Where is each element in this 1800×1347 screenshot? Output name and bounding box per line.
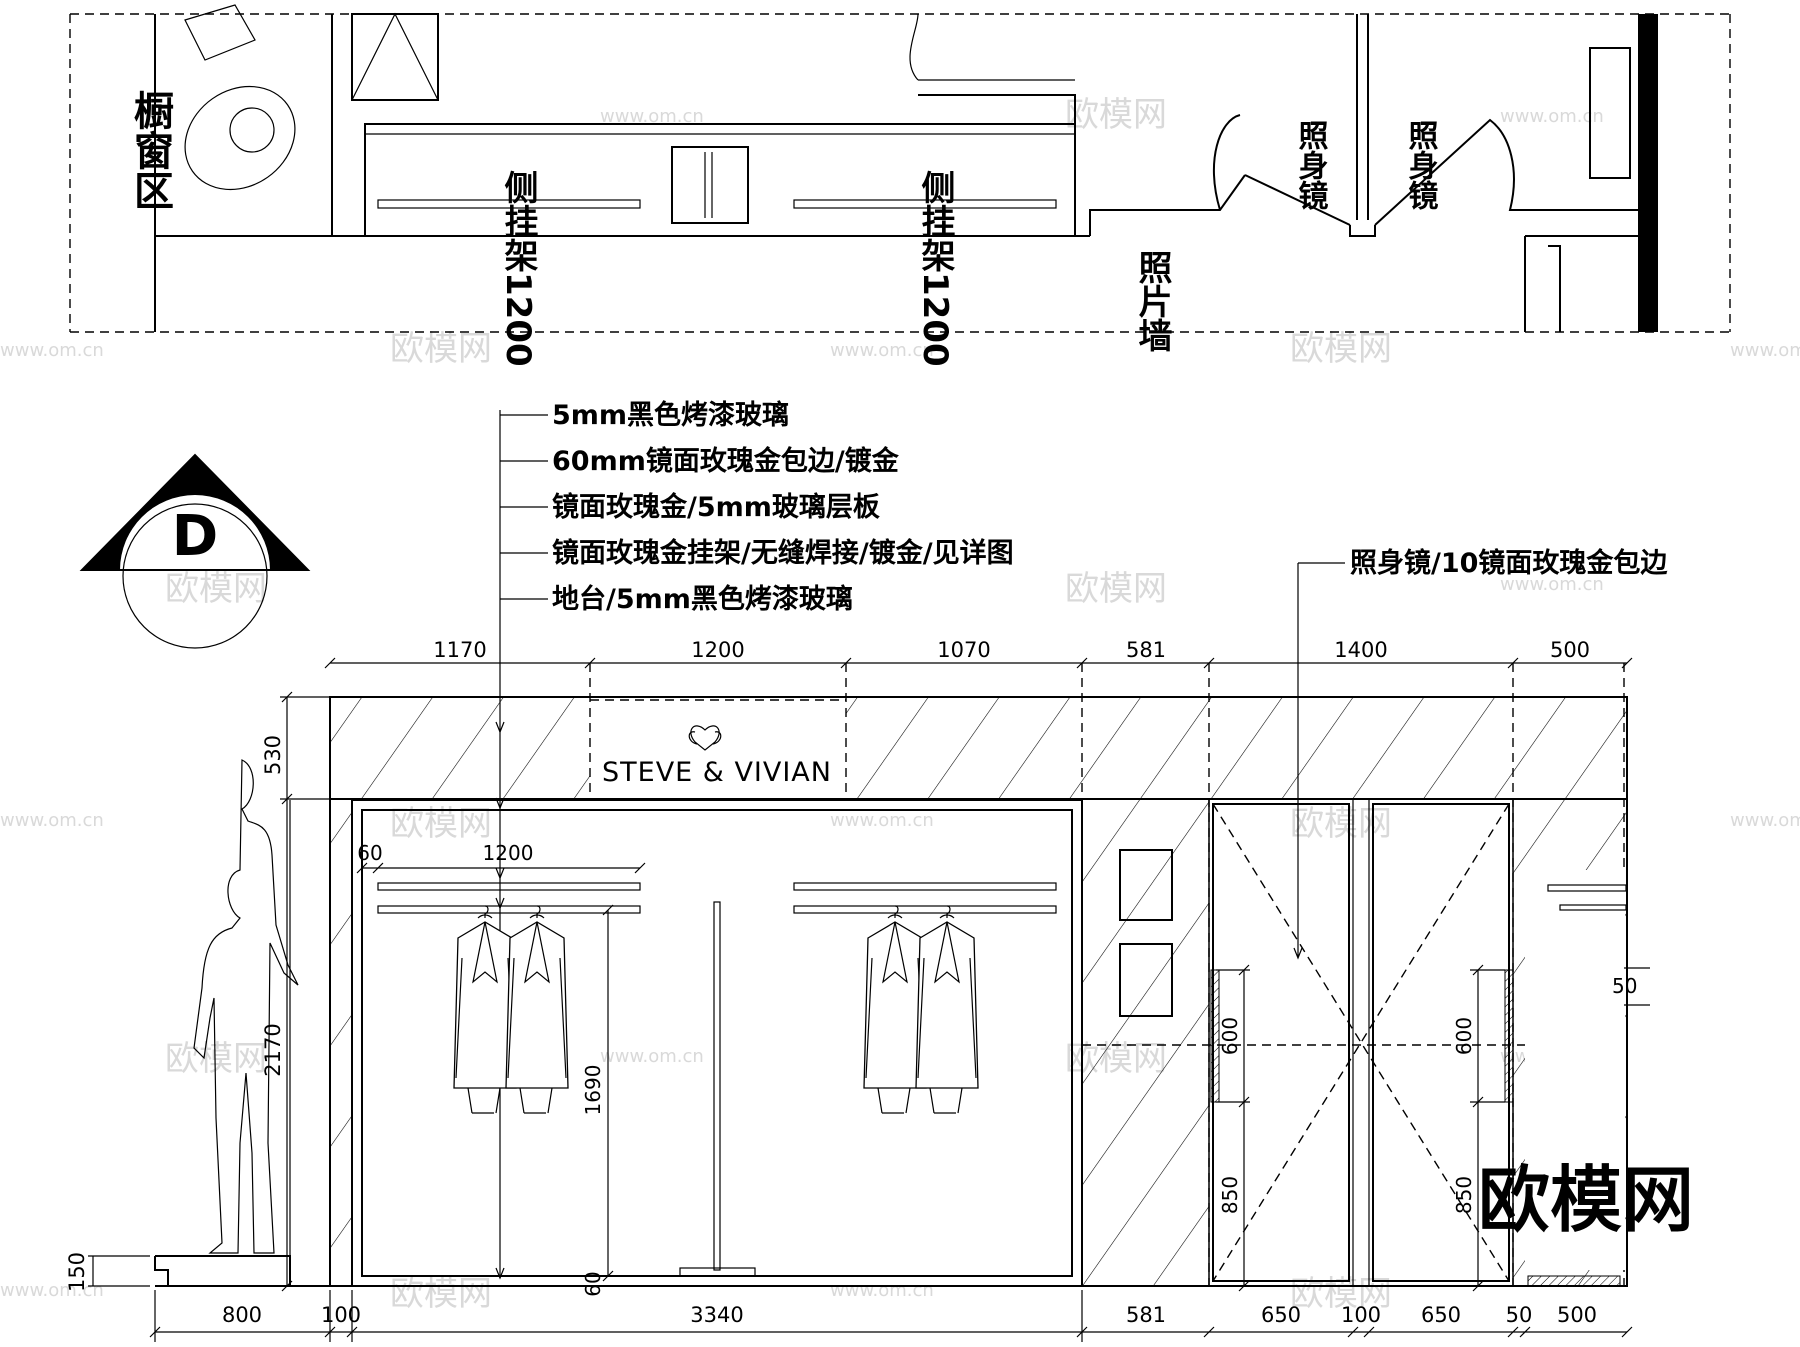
dim-rack-height: 1690 [581, 1065, 605, 1116]
watermark-url: www.om.cn [1500, 106, 1604, 127]
side-rack-label-1: 侧挂架1200 [498, 170, 538, 367]
photo-frame [1119, 943, 1173, 1017]
display-stand [713, 901, 721, 1271]
hanging-rail [377, 882, 641, 891]
side-shelf [1547, 884, 1627, 892]
door-handle-left [1210, 969, 1220, 1103]
watermark-url: www.om.cn [1730, 340, 1800, 361]
watermark-text: 欧模网 [390, 1274, 492, 1314]
dim-bottom-2: 100 [321, 1303, 361, 1327]
plan-display-ellipse [184, 85, 296, 191]
dim-header-height: 530 [261, 735, 285, 775]
header-band [329, 696, 1628, 800]
dim-top-2: 1200 [691, 638, 744, 662]
callout-4: 镜面玫瑰金挂架/无缝焊接/镀金/见详图 [552, 537, 1014, 569]
mirror-callout: 照身镜/10镜面玫瑰金包边 [1350, 547, 1668, 579]
watermark-text: 欧模网 [1065, 95, 1167, 135]
watermark-text: 欧模网 [390, 329, 492, 369]
plan-boundary [69, 13, 1731, 333]
dim-top-3: 1070 [937, 638, 990, 662]
dim-top-6: 500 [1550, 638, 1590, 662]
floor-plan: 橱窗区 侧挂架1200 侧挂架1200 照片墙 照身镜 照身镜 [69, 4, 1731, 367]
dim-bottom-3: 3340 [690, 1303, 743, 1327]
hanging-rail [793, 882, 1057, 891]
plan-counter [364, 123, 1076, 237]
section-triangle [82, 455, 308, 570]
watermark-text: 欧模网 [1065, 569, 1167, 609]
watermark-url: www.om.cn [830, 340, 934, 361]
dim-platform-height: 150 [65, 1252, 89, 1292]
dim-shelf-gap: 50 [1612, 974, 1637, 998]
watermark-url: www.om.cn [1500, 574, 1604, 595]
dim-bottom-5: 650 [1261, 1303, 1301, 1327]
callout-5: 地台/5mm黑色烤漆玻璃 [552, 583, 853, 615]
watermark-url: www.om.cn [0, 810, 104, 831]
dim-base-left: 850 [1218, 1176, 1242, 1214]
plan-rack-left [377, 199, 641, 209]
hanging-rail [793, 905, 1057, 914]
watermark-url: www.om.cn [0, 340, 104, 361]
plan-column [351, 13, 439, 101]
watermark-url: www.om.cn [600, 106, 704, 127]
dim-base-right: 850 [1452, 1176, 1476, 1214]
elevation: STEVE & VIVIAN [154, 663, 1628, 1287]
brand-name: STEVE & VIVIAN [602, 757, 832, 788]
side-rack-label-2: 侧挂架1200 [915, 170, 955, 367]
coat-right-2 [915, 905, 979, 1114]
photo-frame [1119, 849, 1173, 921]
watermark-url: www.om.cn [600, 1046, 704, 1067]
photo-wall-panel [1081, 798, 1210, 1287]
hanging-rail [377, 905, 641, 914]
watermark-text: 欧模网 [165, 1039, 267, 1079]
dim-bottom-8: 50 [1506, 1303, 1533, 1327]
watermark-url: www.om.cn [830, 1280, 934, 1301]
dim-bottom-4: 581 [1126, 1303, 1166, 1327]
dimensions: 1170 1200 1070 581 1400 500 800 100 3340… [65, 638, 1650, 1342]
watermark-url: www.om.cn [0, 1280, 104, 1301]
watermark-text: 欧模网 [1290, 329, 1392, 369]
mirror-label-left: 照身镜 [1293, 120, 1329, 210]
mirror-cross [1212, 803, 1510, 1282]
dim-rack-width: 1200 [483, 841, 534, 865]
human-scale-figure [193, 759, 299, 1254]
dim-total-height: 2170 [261, 1023, 285, 1076]
dim-handle-right: 600 [1452, 1017, 1476, 1055]
photo-wall-label: 照片墙 [1132, 250, 1172, 352]
door-handle-right [1504, 969, 1514, 1103]
section-circle [122, 503, 268, 649]
dim-bottom-1: 800 [222, 1303, 262, 1327]
callout-3: 镜面玫瑰金/5mm玻璃层板 [552, 491, 880, 523]
dim-top-5: 1400 [1334, 638, 1387, 662]
watermark-text: 欧模网 [1290, 804, 1392, 844]
dim-handle-left: 600 [1218, 1017, 1242, 1055]
callout-2: 60mm镜面玫瑰金包边/镀金 [552, 445, 900, 477]
watermark-url: www.om.cn [1730, 810, 1800, 831]
side-shelf [1559, 904, 1627, 911]
section-marker: D [79, 453, 311, 649]
callout-1: 5mm黑色烤漆玻璃 [552, 399, 789, 431]
plan-rack-right [793, 199, 1057, 209]
dim-bottom-7: 650 [1421, 1303, 1461, 1327]
plan-black-wall [1638, 14, 1658, 332]
dim-top-4: 581 [1126, 638, 1166, 662]
plan-fixture [671, 146, 749, 224]
dim-top-1: 1170 [433, 638, 486, 662]
dim-bottom-6: 100 [1341, 1303, 1381, 1327]
butterfly-icon [688, 725, 722, 751]
watermark-logo: 欧模网 [1478, 1158, 1694, 1242]
material-callouts: 5mm黑色烤漆玻璃 60mm镜面玫瑰金包边/镀金 镜面玫瑰金/5mm玻璃层板 镜… [495, 399, 1668, 1280]
platform [154, 1255, 291, 1286]
mirror-label-right: 照身镜 [1403, 120, 1439, 210]
coat-left-2 [505, 905, 569, 1114]
watermark-url: www.om.cn [830, 810, 934, 831]
dim-bottom-gap: 60 [581, 1271, 605, 1296]
dim-margin: 60 [357, 841, 382, 865]
dim-bottom-9: 500 [1557, 1303, 1597, 1327]
window-area-label: 橱窗区 [127, 90, 174, 210]
watermark-text: 欧模网 [165, 569, 267, 609]
section-letter: D [172, 504, 218, 569]
brand-logo: STEVE & VIVIAN [602, 725, 832, 788]
